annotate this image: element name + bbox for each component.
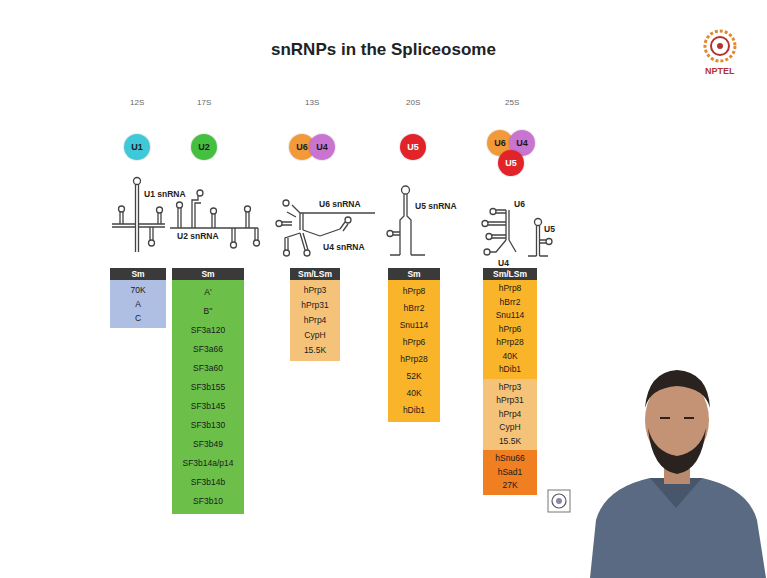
protein-name: SF3a120 [172, 321, 244, 340]
channel-logo [548, 490, 570, 512]
protein-name: hPrp6 [388, 334, 440, 351]
protein-name: hPrp28 [388, 351, 440, 368]
presenter-photo [590, 370, 766, 578]
protein-name: Snu114 [483, 309, 537, 323]
sedimentation-label: 13S [304, 98, 320, 107]
protein-name: 15.5K [290, 343, 340, 358]
rna-label: U4 snRNA [322, 243, 366, 253]
table-header: Sm [172, 268, 244, 280]
protein-name: CypH [290, 328, 340, 343]
protein-name: hPrp6 [483, 323, 537, 337]
protein-group: hSnu66hSad127K [483, 450, 537, 495]
protein-name: hPrp4 [483, 408, 537, 422]
snrnp-name: U1 [131, 142, 143, 152]
snrnp-circle: U5 [400, 134, 426, 160]
rna-label: U6 [513, 200, 526, 210]
rna-label: U1 snRNA [143, 190, 187, 200]
protein-name: hPrp31 [483, 394, 537, 408]
protein-name: A' [172, 283, 244, 302]
protein-name: 15.5K [483, 435, 537, 449]
u6-u4-snrna-structure [276, 200, 375, 256]
snrnp-circle: U4 [309, 134, 335, 160]
protein-name: 27K [483, 479, 537, 493]
protein-table: Sm hPrp8hBrr2Snu114hPrp6hPrp2852K40KhDib1 [388, 268, 440, 422]
rna-label: U5 snRNA [414, 202, 458, 212]
snrnp-circle: U2 [191, 134, 217, 160]
protein-name: SF3b155 [172, 378, 244, 397]
protein-name: hDib1 [388, 402, 440, 419]
snrnp-name: U5 [407, 142, 419, 152]
u5-snrna-structure [387, 186, 425, 255]
protein-name: hPrp8 [483, 282, 537, 296]
protein-name: SF3b10 [172, 492, 244, 511]
protein-name: SF3b49 [172, 435, 244, 454]
table-header: Sm/LSm [483, 268, 537, 280]
protein-name: CypH [483, 421, 537, 435]
protein-name: hSnu66 [483, 452, 537, 466]
logo-text: NPTEL [704, 66, 736, 76]
table-header: Sm [110, 268, 166, 280]
protein-name: SF3a60 [172, 359, 244, 378]
protein-table: Sm 70KAC [110, 268, 166, 328]
snrnp-name: U5 [505, 158, 517, 168]
protein-name: C [110, 311, 166, 325]
protein-name: hPrp31 [290, 298, 340, 313]
tri-snrnp-structure [482, 209, 552, 257]
rna-label: U6 snRNA [318, 200, 362, 210]
protein-name: hSad1 [483, 466, 537, 480]
protein-name: B'' [172, 302, 244, 321]
protein-name: hPrp8 [388, 283, 440, 300]
protein-name: SF3b145 [172, 397, 244, 416]
rna-label: U2 snRNA [176, 232, 220, 242]
protein-group: hPrp3hPrp31hPrp4CypH15.5K [483, 379, 537, 451]
rna-label: U5 [543, 225, 556, 235]
protein-group: hPrp8hBrr2Snu114hPrp6hPrp2840KhDib1 [483, 280, 537, 379]
table-header: Sm [388, 268, 440, 280]
protein-name: Snu114 [388, 317, 440, 334]
table-header: Sm/LSm [290, 268, 340, 280]
protein-name: hPrp3 [483, 381, 537, 395]
protein-table: Sm/LSm hPrp3hPrp31hPrp4CypH15.5K [290, 268, 340, 361]
snrnp-circle: U5 [498, 150, 524, 176]
protein-name: 40K [483, 350, 537, 364]
protein-name: SF3a66 [172, 340, 244, 359]
snrnp-name: U6 [494, 138, 506, 148]
sedimentation-label: 20S [405, 98, 421, 107]
protein-name: 70K [110, 283, 166, 297]
sedimentation-label: 25S [504, 98, 520, 107]
protein-table: SmA'B''SF3a120SF3a66SF3a60SF3b155SF3b145… [172, 268, 244, 514]
sedimentation-label: 12S [129, 98, 145, 107]
protein-name: 52K [388, 368, 440, 385]
snrnp-name: U4 [316, 142, 328, 152]
sedimentation-label: 17S [196, 98, 212, 107]
protein-name: hBrr2 [483, 296, 537, 310]
snrnp-name: U2 [198, 142, 210, 152]
protein-name: hDib1 [483, 363, 537, 377]
protein-name: SF3b14a/p14 [172, 454, 244, 473]
slide-title: snRNPs in the Spliceosome [270, 40, 497, 60]
protein-name: 40K [388, 385, 440, 402]
protein-name: hPrp4 [290, 313, 340, 328]
nptel-logo [705, 31, 735, 61]
protein-name: hBrr2 [388, 300, 440, 317]
protein-name: SF3b130 [172, 416, 244, 435]
snrnp-name: U6 [296, 142, 308, 152]
protein-name: SF3b14b [172, 473, 244, 492]
protein-table: Sm/LSmhPrp8hBrr2Snu114hPrp6hPrp2840KhDib… [483, 268, 537, 495]
protein-name: hPrp28 [483, 336, 537, 350]
snrnp-circle: U1 [124, 134, 150, 160]
snrnp-name: U4 [516, 138, 528, 148]
u1-snrna-structure [112, 178, 165, 253]
protein-name: hPrp3 [290, 283, 340, 298]
protein-name: A [110, 297, 166, 311]
